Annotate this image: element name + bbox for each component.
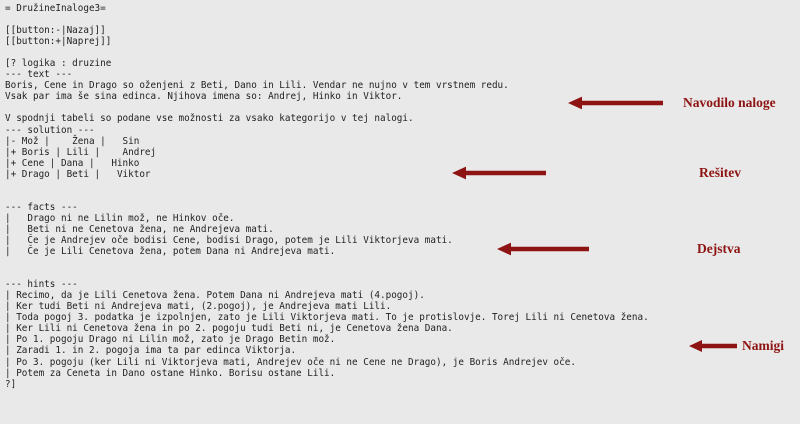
annotation-label-namigi: Namigi <box>742 338 784 353</box>
doc-line: | Potem za Ceneta in Dano ostane Hinko. … <box>5 367 336 379</box>
left-arrow-icon <box>689 340 737 352</box>
arrow-shape <box>452 166 546 180</box>
doc-line: | Po 1. pogoju Drago ni Lilin mož, zato … <box>5 334 336 346</box>
arrow-shape <box>497 242 589 256</box>
doc-line: [[button:-|Nazaj]] <box>5 25 106 37</box>
doc-line: | Recimo, da je Lili Cenetova žena. Pote… <box>5 290 425 302</box>
doc-line: | Ker tudi Beti ni Andrejeva mati, (2.po… <box>5 301 392 313</box>
doc-line <box>5 14 649 25</box>
left-arrow-icon <box>497 242 589 256</box>
doc-line <box>5 47 649 58</box>
annotation-label-resitev: Rešitev <box>699 165 741 180</box>
doc-line: --- facts --- <box>5 201 78 213</box>
doc-line: | Če je Andrejev oče bodisi Cene, bodisi… <box>5 234 453 246</box>
doc-line: |+ Cene | Dana | Hinko <box>5 157 140 169</box>
left-arrow-icon <box>568 96 663 110</box>
doc-line: |- Mož | Žena | Sin <box>5 135 140 147</box>
doc-line: --- text --- <box>5 69 73 81</box>
document-text: = DružineInaloge3= [[button:-|Nazaj]][[bu… <box>5 3 649 390</box>
doc-line: | Ker Lili ni Cenetova žena in po 2. pog… <box>5 323 453 335</box>
annotation-label-navodilo: Navodilo naloge <box>683 95 776 110</box>
doc-line <box>5 268 649 279</box>
doc-line <box>5 257 649 268</box>
doc-line: = DružineInaloge3= <box>5 3 106 14</box>
doc-line: V spodnji tabeli so podane vse možnosti … <box>5 113 414 125</box>
left-arrow-icon <box>452 166 546 180</box>
annotation-label-dejstva: Dejstva <box>697 241 741 256</box>
doc-line: | Drago ni ne Lilin mož, ne Hinkov oče. <box>5 212 235 224</box>
doc-line <box>5 180 649 191</box>
doc-line: --- hints --- <box>5 279 78 291</box>
arrow-shape <box>689 340 737 352</box>
doc-line: |+ Boris | Lili | Andrej <box>5 146 157 158</box>
doc-line: | Zaradi 1. in 2. pogoja ima ta par edin… <box>5 345 297 357</box>
doc-line: --- solution --- <box>5 124 95 136</box>
arrow-shape <box>568 96 663 110</box>
doc-line: ?] <box>5 378 17 390</box>
doc-line: | Po 3. pogoju (ker Lili ni Viktorjeva m… <box>5 356 576 368</box>
doc-line: [? logika : druzine <box>5 58 112 70</box>
doc-line: | Beti ni ne Cenetova žena, ne Andrejeva… <box>5 223 274 235</box>
doc-line: |+ Drago | Beti | Viktor <box>5 168 151 180</box>
doc-line <box>5 191 649 202</box>
doc-line: Vsak par ima še sina edinca. Njihova ime… <box>5 91 403 103</box>
doc-line: [[button:+|Naprej]] <box>5 36 112 48</box>
doc-line: | Toda pogoj 3. podatka je izpolnjen, za… <box>5 312 649 324</box>
doc-line <box>5 102 649 113</box>
doc-line: Boris, Cene in Drago so oženjeni z Beti,… <box>5 80 509 92</box>
doc-line: | Če je Lili Cenetova žena, potem Dana n… <box>5 246 336 258</box>
